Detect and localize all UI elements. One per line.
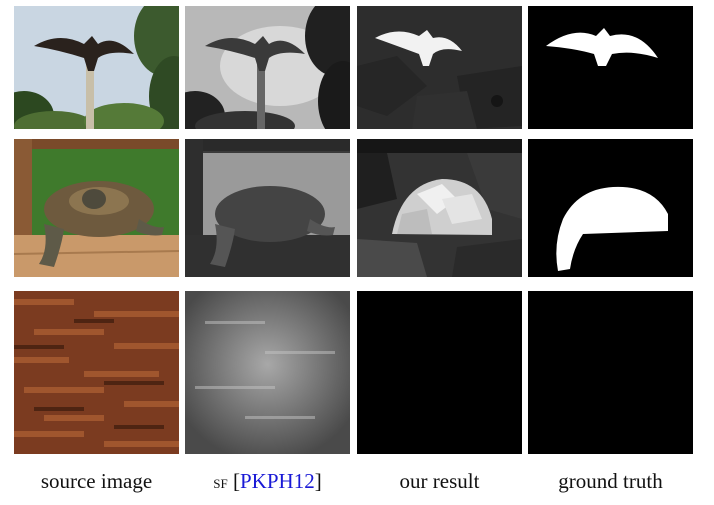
caption-sf-method: sf (213, 472, 228, 493)
figure-grid (14, 6, 693, 454)
sf-saliency-wood (185, 291, 350, 454)
caption-ground-truth: ground truth (558, 469, 663, 493)
caption-sf-bracket-open: [ (233, 469, 240, 493)
caption-our-result: our result (399, 469, 480, 493)
caption-source-image: source image (40, 469, 153, 493)
ground-truth-tortoise (528, 139, 693, 277)
caption-sf-bracket-close: ] (314, 469, 322, 493)
source-image-wood (14, 291, 179, 454)
ground-truth-vulture (528, 6, 693, 129)
sf-saliency-vulture (185, 6, 350, 129)
source-image-tortoise (14, 139, 179, 277)
caption-sf: sf [PKPH12] (185, 466, 350, 496)
sf-saliency-tortoise (185, 139, 350, 277)
our-result-tortoise (357, 139, 522, 277)
source-image-vulture (14, 6, 179, 129)
our-result-wood (357, 291, 522, 454)
ground-truth-wood (528, 291, 693, 454)
citation-link[interactable]: PKPH12 (240, 469, 315, 493)
our-result-vulture (357, 6, 522, 129)
